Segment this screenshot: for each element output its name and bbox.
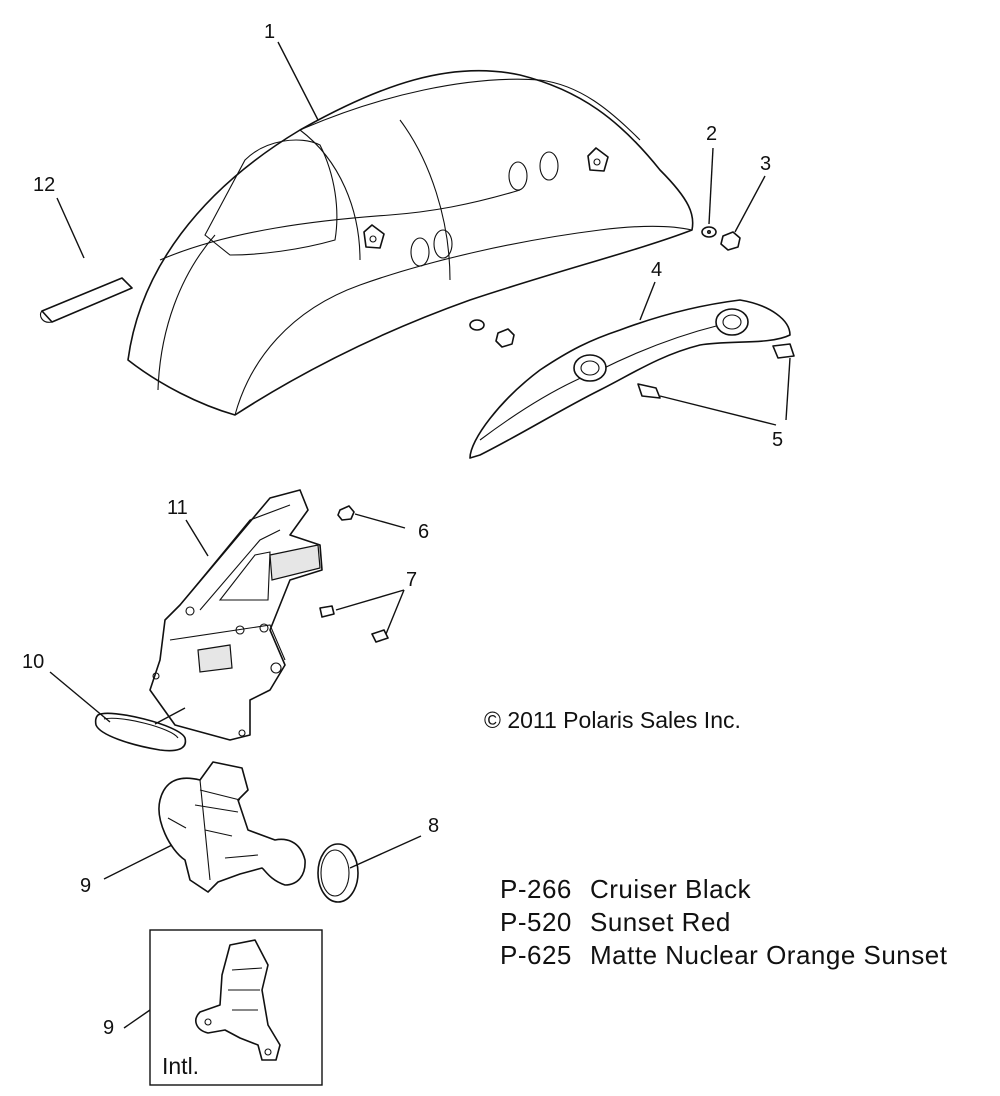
screw-7b xyxy=(371,629,389,643)
nut-right xyxy=(720,231,741,251)
nut-6 xyxy=(337,505,355,521)
callout-9-inset: 9 xyxy=(103,1017,114,1039)
bolt-upper xyxy=(772,343,795,359)
callout-4: 4 xyxy=(651,259,662,281)
callout-10: 10 xyxy=(22,651,44,673)
nut-left xyxy=(495,328,515,348)
inset-label: Intl. xyxy=(162,1053,199,1079)
license-bracket xyxy=(149,489,323,741)
intl-inset xyxy=(149,929,323,1086)
callout-labels: 1 2 3 4 5 6 7 8 9 10 11 12 9 Intl. xyxy=(22,21,783,1079)
callout-12: 12 xyxy=(33,174,55,196)
color-code-1: P-266 xyxy=(500,874,572,904)
callout-9: 9 xyxy=(80,875,91,897)
callout-5: 5 xyxy=(772,429,783,451)
callout-11: 11 xyxy=(167,497,188,519)
callout-6: 6 xyxy=(418,521,429,543)
callout-1: 1 xyxy=(264,21,275,43)
callout-2: 2 xyxy=(706,123,717,145)
color-name-3: Matte Nuclear Orange Sunset xyxy=(590,940,948,970)
callout-3: 3 xyxy=(760,153,771,175)
screw-7a xyxy=(319,605,335,618)
reflector-8 xyxy=(317,843,359,903)
bracket-9 xyxy=(158,761,306,893)
callout-7: 7 xyxy=(406,569,417,591)
fender-strut xyxy=(469,299,791,459)
color-code-list: P-266 Cruiser Black P-520 Sunset Red P-6… xyxy=(500,874,948,970)
color-code-2: P-520 xyxy=(500,907,572,937)
color-code-3: P-625 xyxy=(500,940,572,970)
rear-fender xyxy=(127,69,694,416)
callout-8: 8 xyxy=(428,815,439,837)
color-name-1: Cruiser Black xyxy=(590,874,752,904)
color-name-2: Sunset Red xyxy=(590,907,731,937)
washer-right xyxy=(701,226,717,238)
trim-strip xyxy=(39,277,133,323)
bolt-lower xyxy=(637,383,661,399)
copyright-text: © 2011 Polaris Sales Inc. xyxy=(484,707,741,733)
leader-lines xyxy=(49,41,791,1029)
washer-left xyxy=(469,319,485,331)
